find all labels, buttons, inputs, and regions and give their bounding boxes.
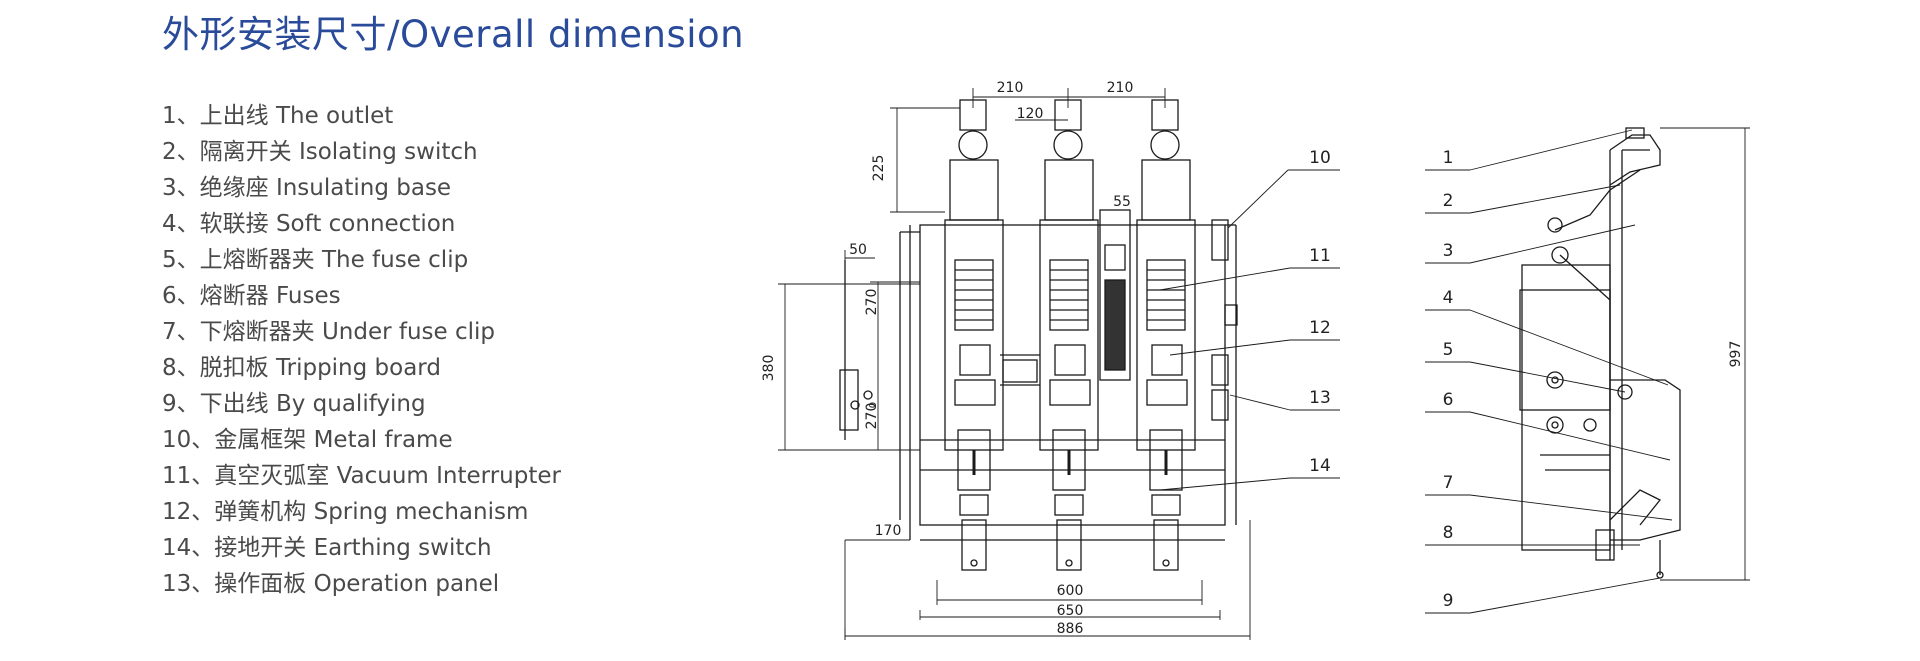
front-callouts: 10 11 12 13 14 <box>1309 148 1331 476</box>
dim-380: 380 <box>761 355 777 382</box>
front-dimension-lines <box>778 88 1340 640</box>
legend-item: 7、下熔断器夹 Under fuse clip <box>162 319 496 345</box>
legend-item: 13、操作面板 Operation panel <box>162 571 500 597</box>
dim-170: 170 <box>875 523 902 539</box>
dim-zero: 0 <box>868 402 879 408</box>
dim-55: 55 <box>1113 194 1131 210</box>
dim-210-left: 210 <box>997 80 1024 96</box>
dim-120: 120 <box>1017 106 1044 122</box>
callout-1: 1 <box>1443 148 1454 168</box>
dim-210-right: 210 <box>1107 80 1134 96</box>
callout-10: 10 <box>1309 148 1331 168</box>
callout-3: 3 <box>1443 241 1454 261</box>
pole-1 <box>944 99 1004 571</box>
pole-2 <box>1039 99 1099 571</box>
legend-item: 5、上熔断器夹 The fuse clip <box>162 247 469 273</box>
legend-item: 12、弹簧机构 Spring mechanism <box>162 499 529 525</box>
callout-2: 2 <box>1443 191 1454 211</box>
legend-item: 2、隔离开关 Isolating switch <box>162 139 478 165</box>
callout-9: 9 <box>1443 591 1454 611</box>
callout-8: 8 <box>1443 523 1454 543</box>
legend-item: 1、上出线 The outlet <box>162 103 394 129</box>
dim-270-upper: 270 <box>864 289 880 316</box>
callout-4: 4 <box>1443 288 1454 308</box>
legend-item: 6、熔断器 Fuses <box>162 283 341 309</box>
side-view <box>1519 127 1681 579</box>
legend-item: 9、下出线 By qualifying <box>162 391 426 417</box>
legend-item: 11、真空灭弧室 Vacuum Interrupter <box>162 463 561 489</box>
callout-11: 11 <box>1309 246 1331 266</box>
callout-6: 6 <box>1443 390 1454 410</box>
dim-886: 886 <box>1057 621 1084 637</box>
component-legend: 1、上出线 The outlet 2、隔离开关 Isolating switch… <box>162 98 561 602</box>
dim-650: 650 <box>1057 603 1084 619</box>
side-callouts: 1 2 3 4 5 6 7 8 9 997 <box>1443 148 1744 611</box>
dim-997: 997 <box>1728 341 1744 368</box>
front-dimension-text: 210 210 120 225 55 50 270 270 0 380 170 … <box>761 80 1133 637</box>
legend-item: 8、脱扣板 Tripping board <box>162 355 441 381</box>
front-view <box>839 99 1238 571</box>
dim-600: 600 <box>1057 583 1084 599</box>
side-dimension-lines <box>1425 127 1750 614</box>
callout-14: 14 <box>1309 456 1331 476</box>
legend-item: 3、绝缘座 Insulating base <box>162 175 452 201</box>
legend-item: 10、金属框架 Metal frame <box>162 427 453 453</box>
legend-item: 4、软联接 Soft connection <box>162 211 456 237</box>
metal-frame-outline <box>919 224 1226 526</box>
callout-5: 5 <box>1443 340 1454 360</box>
callout-12: 12 <box>1309 318 1331 338</box>
page-title: 外形安装尺寸/Overall dimension <box>162 13 745 56</box>
dim-50: 50 <box>849 242 867 258</box>
dim-225: 225 <box>871 155 887 182</box>
callout-13: 13 <box>1309 388 1331 408</box>
callout-7: 7 <box>1443 473 1454 493</box>
legend-item: 14、接地开关 Earthing switch <box>162 535 492 561</box>
dim-270-lower: 270 <box>864 403 880 430</box>
pole-3 <box>1136 99 1196 571</box>
